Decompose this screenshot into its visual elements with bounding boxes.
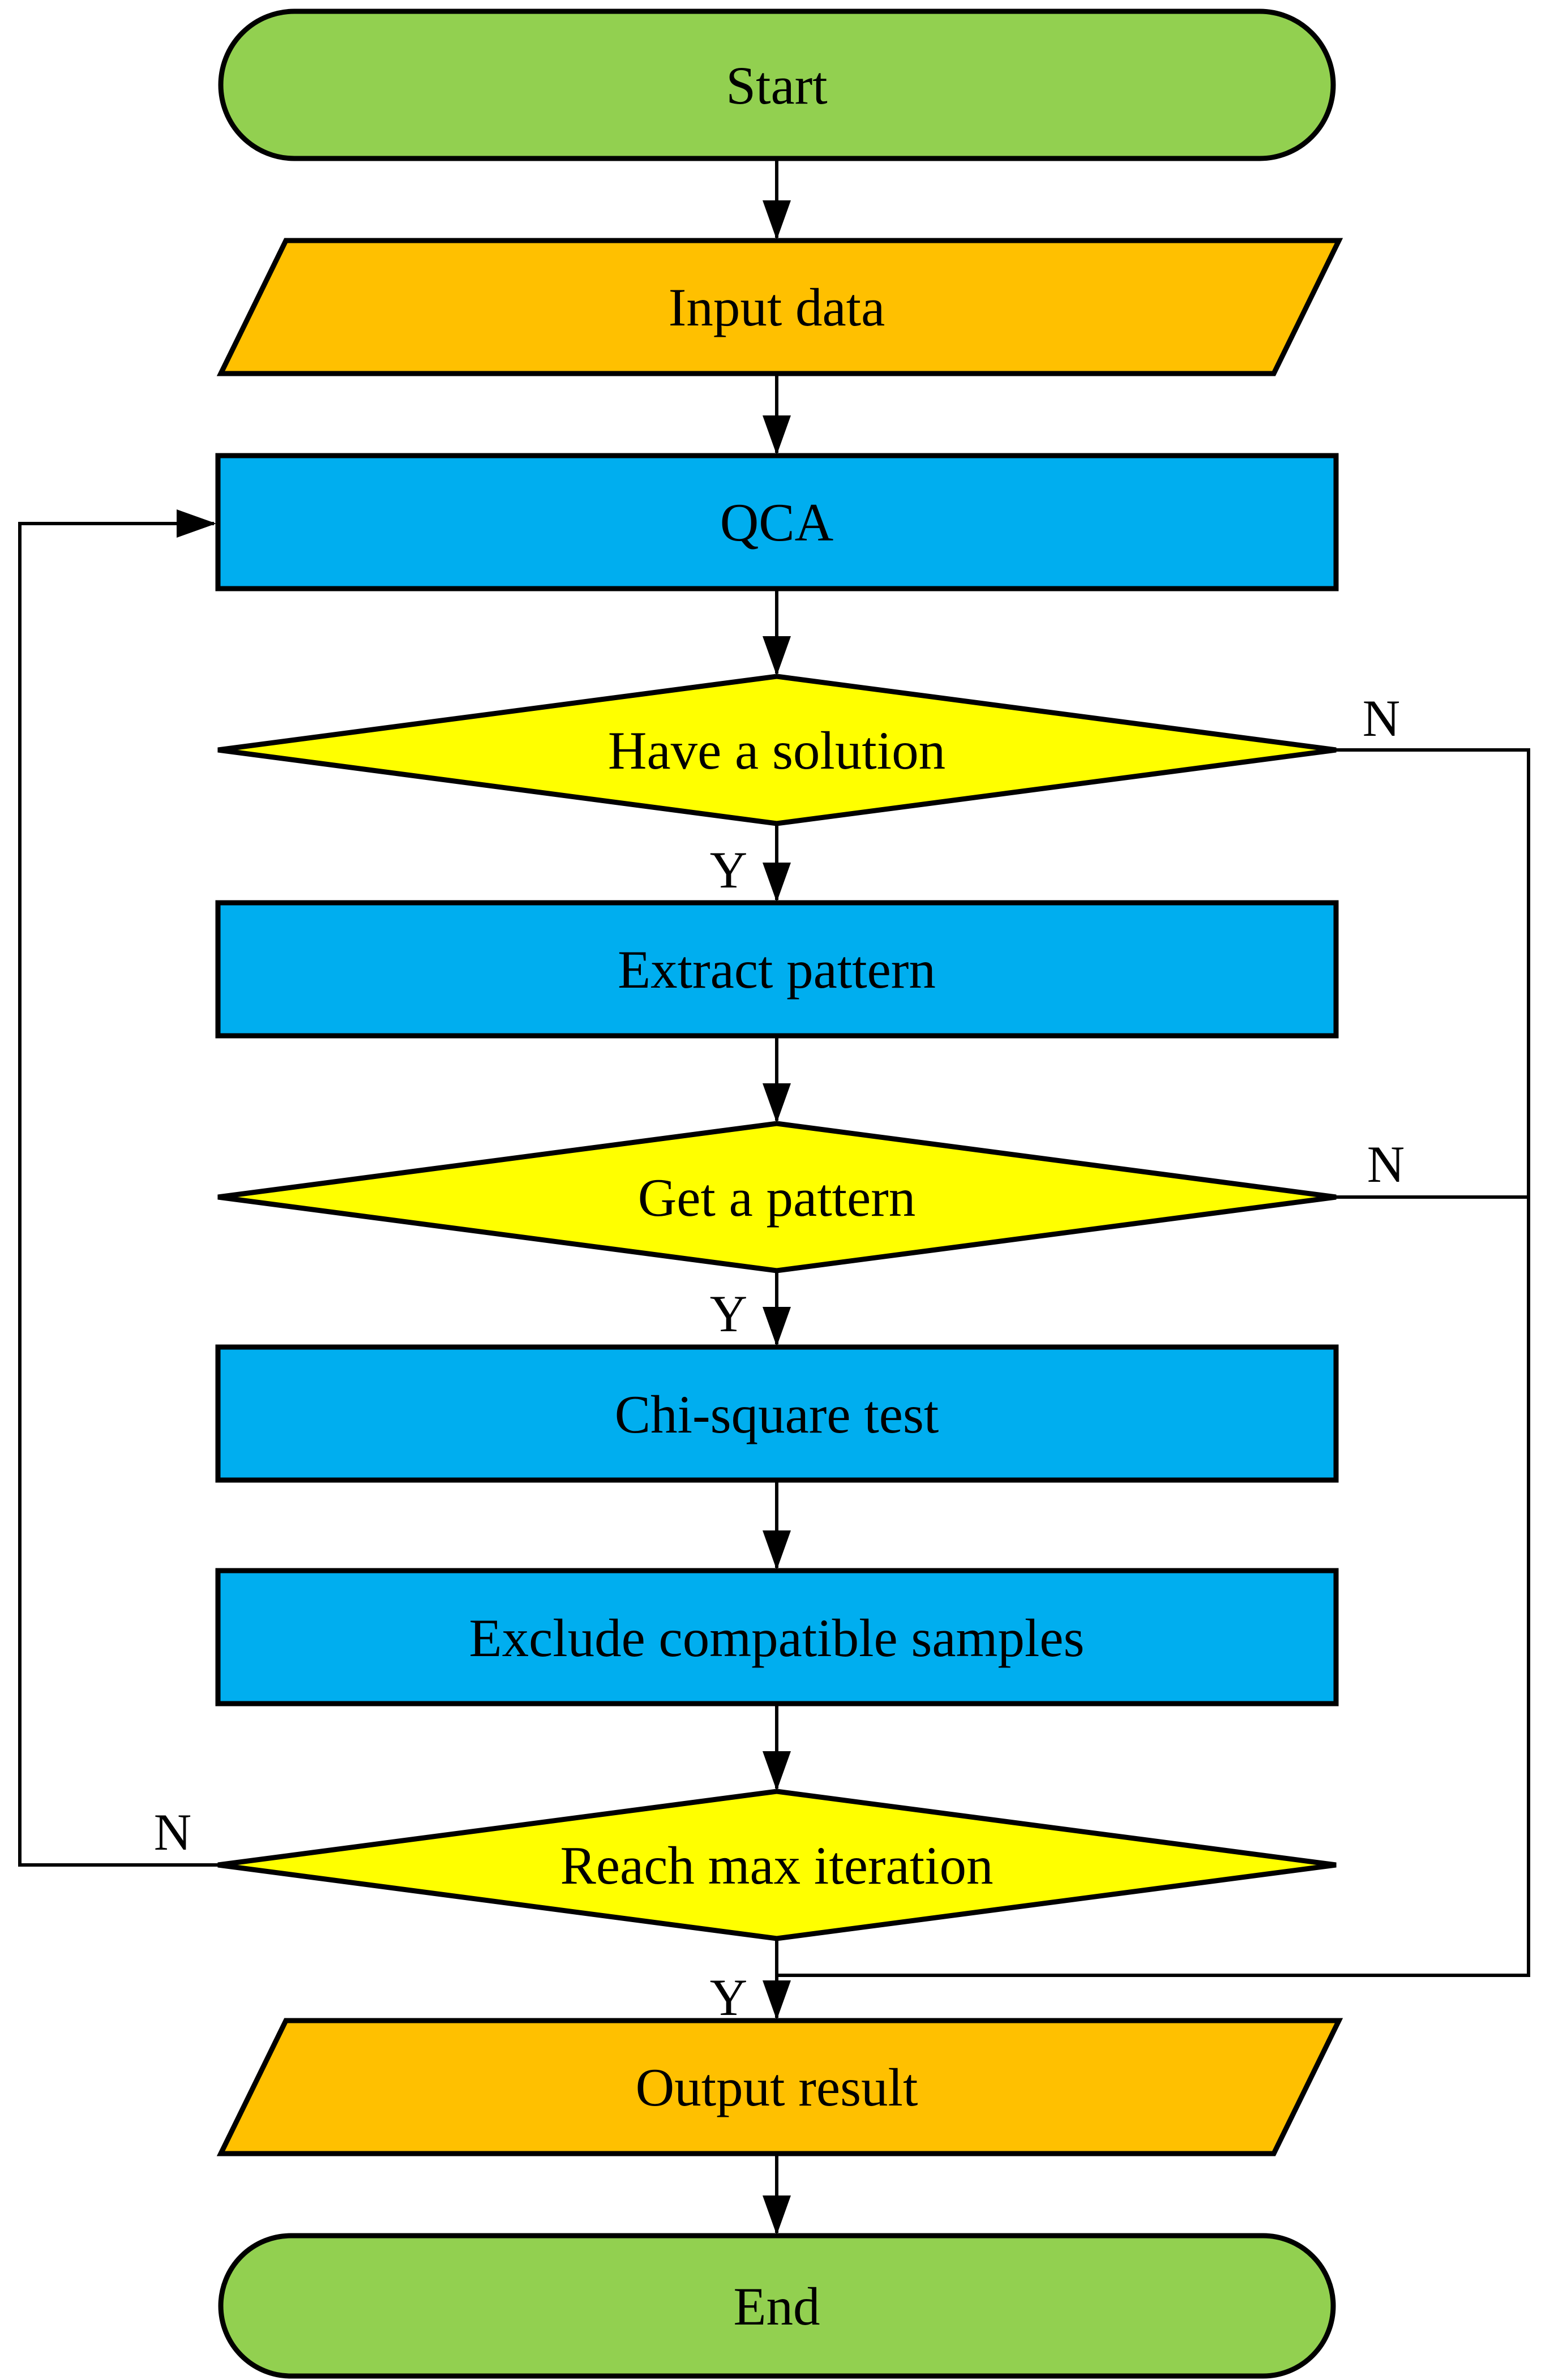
have-a-solution-diamond-shape [217,674,1337,826]
branch-label-get-pattern-yes: Y [710,1285,747,1343]
qca-process-shape [215,453,1339,591]
have-a-solution-label: Have a solution [608,721,945,781]
output-result-parallelogram-shape [216,2018,1343,2156]
branch-label-have-solution-yes: Y [710,841,747,899]
node-start: Start [218,8,1336,161]
node-reach-max-iteration: Reach max iteration [217,1789,1337,1941]
chi-square-test-process-shape [215,1344,1339,1483]
end-label: End [733,2276,820,2336]
exclude-compatible-samples-label: Exclude compatible samples [469,1608,1085,1668]
edge-have-solution-no [777,748,1530,1977]
edge-reach-max-no-loop [18,509,218,1867]
get-a-pattern-diamond-shape [217,1121,1337,1273]
branch-label-reach-max-yes: Y [710,1969,747,2026]
branch-label-have-solution-no: N [1363,689,1400,747]
node-extract-pattern: Extract pattern [215,900,1339,1039]
input-data-label: Input data [669,277,885,337]
node-output-result: Output result [216,2018,1343,2156]
input-data-parallelogram-shape [216,238,1343,376]
reach-max-iteration-diamond-shape [217,1789,1337,1941]
node-exclude-compatible-samples: Exclude compatible samples [215,1568,1339,1706]
start-terminator-shape [218,8,1336,161]
extract-pattern-process-shape [215,900,1339,1039]
branch-label-reach-max-no: N [154,1803,191,1861]
node-end: End [218,2233,1336,2379]
start-label: Start [726,55,827,115]
node-qca: QCA [215,453,1339,591]
end-terminator-shape [218,2233,1336,2379]
node-have-a-solution: Have a solution [217,674,1337,826]
get-a-pattern-label: Get a pattern [638,1168,916,1228]
node-input-data: Input data [216,238,1343,376]
node-get-a-pattern: Get a pattern [217,1121,1337,1273]
node-chi-square-test: Chi-square test [215,1344,1339,1483]
exclude-compatible-samples-process-shape [215,1568,1339,1706]
reach-max-iteration-label: Reach max iteration [560,1836,994,1896]
extract-pattern-label: Extract pattern [618,940,936,1000]
chi-square-test-label: Chi-square test [615,1384,939,1444]
qca-label: QCA [720,492,834,552]
output-result-label: Output result [636,2057,918,2117]
branch-label-get-pattern-no: N [1367,1135,1405,1193]
